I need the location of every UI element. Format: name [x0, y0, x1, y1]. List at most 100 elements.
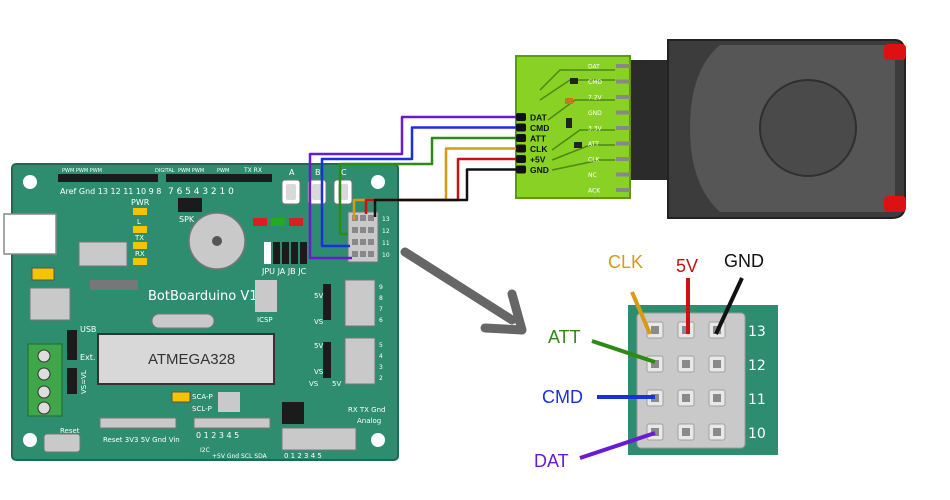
gnd-callout: GND	[724, 251, 764, 271]
sca-jumper	[171, 391, 191, 403]
vs-silk-b: VS	[314, 368, 324, 376]
sca-silk: SCA-P	[192, 393, 213, 401]
vs-silk-a: VS	[314, 318, 324, 326]
pwm-silk-d: PWM	[217, 168, 229, 174]
i2c-silk: I2C	[200, 447, 210, 454]
i2c-pullup-header	[218, 392, 240, 412]
adapter-right-pin	[616, 64, 630, 68]
header-row-silk: 7	[379, 306, 383, 313]
pwr-silk: PWR	[131, 198, 150, 207]
icsp-header	[255, 280, 277, 312]
board-pin	[352, 251, 358, 257]
icsp-silk: ICSP	[257, 316, 273, 324]
jumper	[291, 242, 298, 264]
receiver-dome	[759, 79, 857, 177]
io-header	[193, 417, 271, 429]
analog-silk: Analog	[357, 417, 381, 425]
regulator	[78, 241, 128, 267]
target-row-silk: 10	[382, 252, 390, 259]
header-row-silk: 3	[379, 364, 383, 371]
adapter-right-pin	[616, 172, 630, 177]
power-jack	[29, 287, 71, 321]
board-pin	[352, 227, 358, 233]
zoom-pin-core	[682, 428, 690, 436]
adapter-cap	[565, 98, 573, 104]
adapter-pin-label: GND	[530, 165, 549, 175]
adapter-right-label: CLK	[588, 157, 601, 164]
top-row-a-silk: Aref Gnd 13 12 11 10 9 8	[60, 187, 161, 196]
board-jumpers	[264, 242, 307, 264]
servo-header	[344, 337, 376, 385]
zoom-row-label: 11	[748, 392, 766, 408]
adapter-right-label: 7.2V	[588, 95, 603, 102]
dat-leader	[579, 431, 656, 460]
board-pin	[368, 227, 374, 233]
adapter-right-pin	[616, 157, 630, 161]
l-silk: L	[137, 218, 141, 226]
zoom-arrow-head	[480, 289, 527, 335]
mount-hole	[23, 175, 37, 189]
jumpers-silk: JPU JA JB JC	[261, 267, 307, 276]
adapter-right-label: DAT	[588, 64, 600, 71]
zoom-row-label: 13	[748, 324, 766, 340]
vs-jumper	[323, 342, 331, 378]
adapter-pin-label: +5V	[530, 155, 546, 165]
digital-header-a	[58, 174, 158, 182]
terminal-screw	[37, 367, 51, 381]
board-pin	[368, 239, 374, 245]
mount-hole	[23, 433, 37, 447]
clk-callout: CLK	[608, 252, 643, 272]
wire-att	[338, 136, 516, 236]
mount-hole	[371, 433, 385, 447]
digital-silk: DIGITAL	[155, 168, 175, 174]
ps2-receiver	[628, 39, 906, 219]
spk-silk: SPK	[179, 215, 195, 224]
board-name: BotBoarduino V1.0	[148, 289, 270, 304]
push-button-cap	[312, 184, 322, 200]
board-pin	[352, 239, 358, 245]
green-led	[271, 218, 285, 226]
terminal-screw	[37, 385, 51, 399]
botboarduino: PWM PWM PWM DIGITAL PWM PWM PWM TX RX Ar…	[3, 163, 399, 461]
chip-label: ATMEGA328	[148, 351, 235, 368]
adapter-right-label: NC	[588, 172, 597, 179]
red-led-2	[289, 218, 303, 226]
adapter-right-pin	[616, 141, 630, 146]
vsvl-jumper	[67, 368, 77, 394]
tx-silk: TX	[134, 234, 144, 242]
push-button-cap	[286, 184, 296, 200]
target-row-silk: 11	[382, 240, 390, 247]
usb-connector	[3, 213, 57, 255]
adapter-right-pin	[616, 188, 630, 192]
reset-silk: Reset	[60, 427, 80, 435]
jumper	[273, 242, 280, 264]
board-pin	[360, 227, 366, 233]
terminal-screw	[37, 349, 51, 363]
crystal	[151, 313, 215, 329]
power-row-silk: Reset 3V3 5V Gnd Vin	[103, 436, 180, 444]
txrx-silk: TX RX	[243, 167, 262, 174]
target-row-silk: 12	[382, 228, 390, 235]
tx-led	[133, 242, 147, 249]
zoom-pin-core	[713, 360, 721, 368]
zoom-pin-core	[682, 360, 690, 368]
rx-led	[133, 258, 147, 265]
adapter-right-pin	[616, 110, 630, 115]
header-row-silk: 8	[379, 295, 383, 302]
adapter-right-label: 3.3V	[588, 126, 603, 133]
board-pin	[368, 251, 374, 257]
io-nums-silk: 0 1 2 3 4 5	[196, 431, 239, 440]
top-row-b-silk: 7 6 5 4 3 2 1 0	[168, 187, 234, 197]
adapter-right-pin	[616, 126, 630, 130]
receiver-led-top	[884, 44, 906, 60]
zoom-pin-core	[651, 326, 659, 334]
vs-silk-c: VS	[309, 380, 319, 388]
adapter-diode	[566, 118, 572, 128]
